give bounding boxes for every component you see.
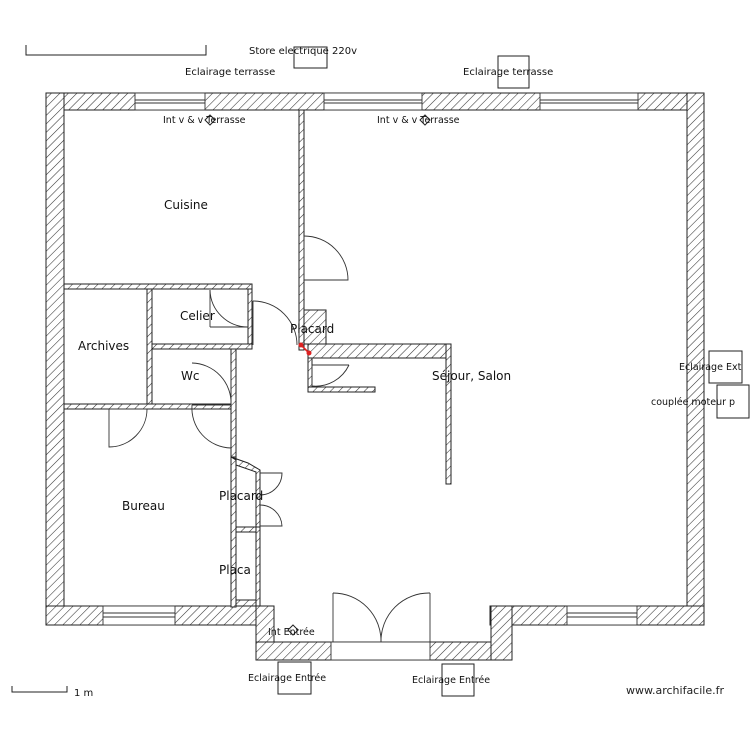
watermark: www.archifacile.fr [626, 684, 724, 697]
room-label-cuisine: Cuisine [164, 198, 208, 212]
label-int-terrasse-2: Int v & v Terrasse [377, 115, 460, 126]
doors [108, 235, 431, 643]
electrical-boxes [277, 46, 750, 697]
interior-walls [63, 109, 452, 608]
label-int-entree: Int Entrée [268, 627, 315, 638]
room-label-placard-2: Placard [219, 489, 263, 503]
windows [102, 92, 639, 661]
room-label-bureau: Bureau [122, 499, 165, 513]
label-couplee-moteur: couplée moteur p [651, 397, 735, 408]
exterior-walls [45, 92, 705, 661]
scale-bar: 1 m [11, 686, 93, 699]
top-scale-bar [25, 45, 207, 56]
room-label-placard-1: Placard [290, 322, 334, 336]
label-store-electrique: Store electrique 220v [249, 46, 357, 57]
scale-label: 1 m [74, 688, 93, 699]
switch-symbols [204, 114, 431, 636]
red-marker [298, 342, 312, 356]
label-eclairage-entree-2: Eclairage Entrée [412, 675, 490, 686]
label-eclairage-east: Eclairage Ext [679, 362, 742, 373]
label-eclairage-terrasse-2: Eclairage terrasse [463, 67, 553, 78]
room-label-archives: Archives [78, 339, 129, 353]
room-label-placard-3: Placa [219, 563, 251, 577]
label-int-terrasse-1: Int v & v Terrasse [163, 115, 246, 126]
label-eclairage-entree-1: Eclairage Entrée [248, 673, 326, 684]
room-label-celier: Celier [180, 309, 215, 323]
room-label-sejour: Séjour, Salon [432, 369, 511, 383]
room-label-wc: Wc [181, 369, 199, 383]
label-eclairage-terrasse-1: Eclairage terrasse [185, 67, 275, 78]
